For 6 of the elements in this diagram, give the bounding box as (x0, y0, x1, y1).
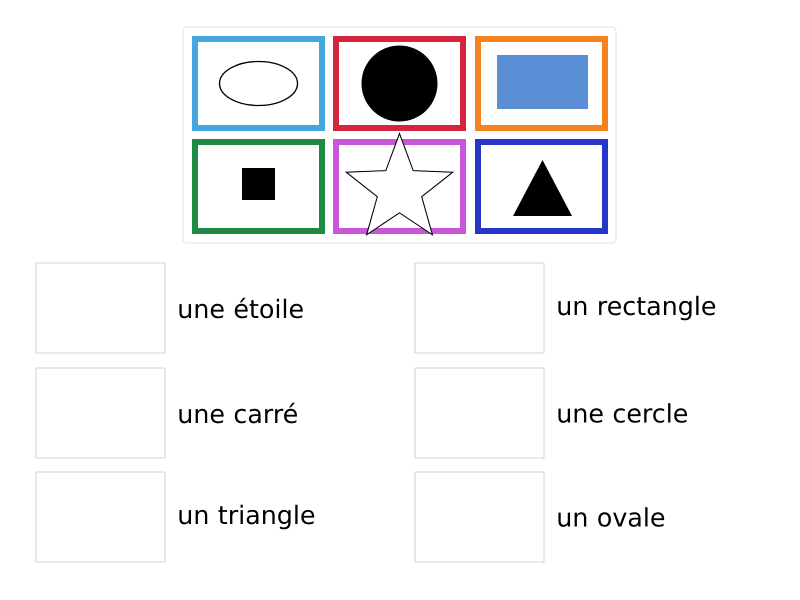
option-label: un ovale (558, 507, 664, 527)
option-label: une carré (179, 402, 297, 424)
option-label: un triangle (179, 504, 314, 530)
option-label: un rectangle (558, 296, 716, 320)
option-label: une étoile (179, 298, 303, 318)
option-label: une cercle (558, 403, 688, 423)
